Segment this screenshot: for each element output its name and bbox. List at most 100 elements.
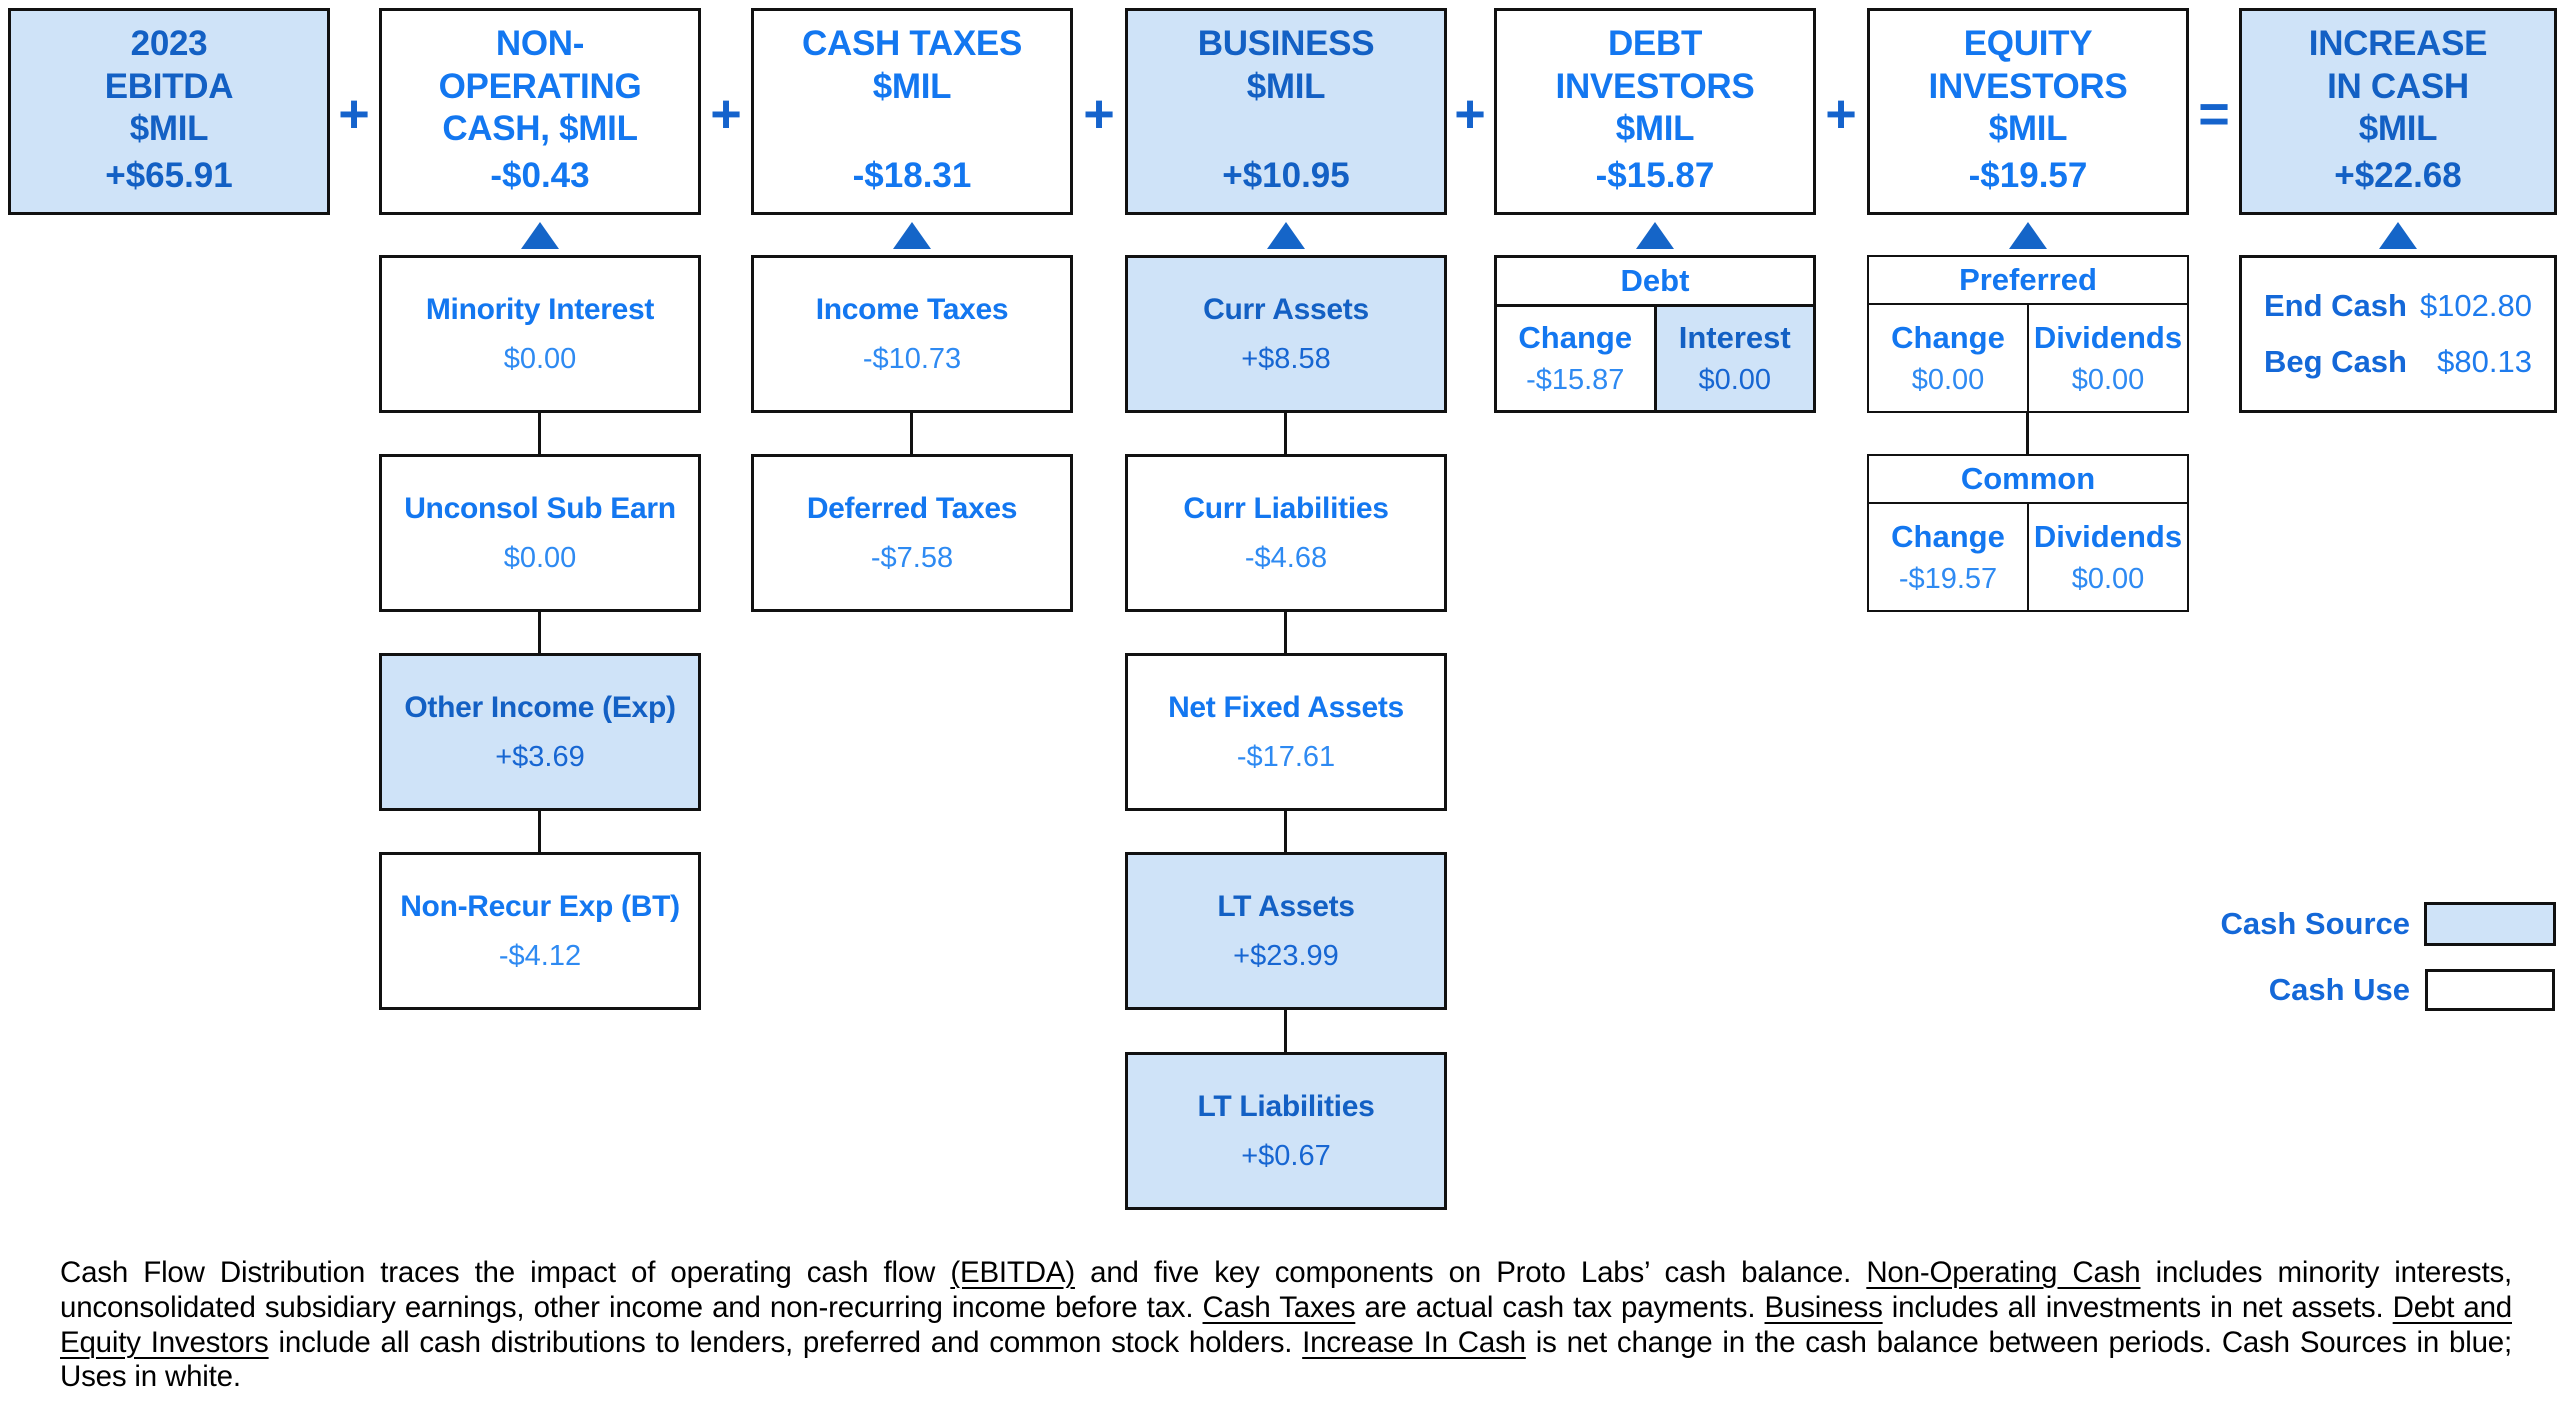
- footnote-underline-non-operating-cash: Non-Operating Cash: [1866, 1256, 2141, 1289]
- ebitda-value: +$65.91: [105, 156, 233, 195]
- connector-line: [1284, 413, 1287, 454]
- debt-table-header: Debt: [1497, 258, 1813, 307]
- plus-operator: +: [710, 84, 742, 144]
- footnote-underline-business: Business: [1764, 1290, 1883, 1324]
- increase-in-cash-title: INCREASE IN CASH $MIL: [2308, 24, 2488, 149]
- equity-investors-title: EQUITY INVESTORS $MIL: [1928, 24, 2128, 149]
- connector-line: [538, 811, 541, 852]
- curr-liabilities-value: -$4.68: [1244, 541, 1328, 574]
- beg-cash-row: Beg Cash $80.13: [2264, 344, 2532, 380]
- curr-liabilities-box: Curr Liabilities -$4.68: [1125, 454, 1447, 612]
- business-title: BUSINESS $MIL: [1197, 24, 1375, 106]
- cash-taxes-box: CASH TAXES $MIL -$18.31: [751, 8, 1073, 215]
- connector-line: [1284, 612, 1287, 653]
- other-income-label: Other Income (Exp): [404, 690, 676, 724]
- connector-line: [910, 413, 913, 454]
- end-cash-value: $102.80: [2419, 288, 2532, 323]
- beg-cash-label: Beg Cash: [2264, 344, 2407, 379]
- preferred-dividends-label: Dividends: [2033, 319, 2183, 355]
- unconsol-sub-earn-label: Unconsol Sub Earn: [404, 491, 676, 525]
- preferred-table: Preferred Change $0.00 Dividends $0.00: [1867, 255, 2189, 413]
- legend-cash-use-label: Cash Use: [2268, 972, 2410, 1007]
- common-change-value: -$19.57: [1898, 562, 1998, 595]
- deferred-taxes-label: Deferred Taxes: [806, 491, 1018, 525]
- income-taxes-label: Income Taxes: [815, 292, 1009, 326]
- connector-line: [1284, 1010, 1287, 1052]
- footnote-underline-ebitda: (EBITDA): [950, 1256, 1075, 1289]
- unconsol-sub-earn-box: Unconsol Sub Earn $0.00: [379, 454, 701, 612]
- up-arrow-icon: [1267, 222, 1305, 249]
- curr-assets-value: +$8.58: [1241, 342, 1331, 375]
- curr-assets-box: Curr Assets +$8.58: [1125, 255, 1447, 413]
- end-cash-row: End Cash $102.80: [2264, 288, 2532, 324]
- cash-summary-box: End Cash $102.80 Beg Cash $80.13: [2239, 255, 2557, 413]
- lt-liabilities-label: LT Liabilities: [1197, 1089, 1375, 1123]
- minority-interest-box: Minority Interest $0.00: [379, 255, 701, 413]
- footnote-text: and five key components on Proto Labs’ c…: [1074, 1256, 1867, 1289]
- minority-interest-value: $0.00: [503, 342, 577, 375]
- lt-liabilities-value: +$0.67: [1241, 1139, 1331, 1172]
- connector-line: [538, 413, 541, 454]
- equity-investors-box: EQUITY INVESTORS $MIL -$19.57: [1867, 8, 2189, 215]
- unconsol-sub-earn-value: $0.00: [503, 541, 577, 574]
- plus-operator: +: [1083, 84, 1115, 144]
- lt-assets-box: LT Assets +$23.99: [1125, 852, 1447, 1010]
- ebitda-title: 2023 EBITDA $MIL: [104, 24, 234, 149]
- footnote-text: includes all investments in net assets.: [1882, 1290, 2393, 1324]
- common-dividends-value: $0.00: [2071, 562, 2145, 595]
- non-recur-exp-box: Non-Recur Exp (BT) -$4.12: [379, 852, 701, 1010]
- preferred-table-header: Preferred: [1869, 257, 2187, 305]
- common-table-header: Common: [1869, 456, 2187, 504]
- debt-investors-title: DEBT INVESTORS $MIL: [1555, 24, 1755, 149]
- income-taxes-box: Income Taxes -$10.73: [751, 255, 1073, 413]
- debt-change-cell: Change -$15.87: [1497, 307, 1654, 410]
- preferred-dividends-cell: Dividends $0.00: [2027, 305, 2187, 411]
- footnote-text: includes minority interests, unconsolida…: [60, 1256, 2512, 1324]
- legend-cash-use-swatch: [2425, 969, 2555, 1011]
- curr-liabilities-label: Curr Liabilities: [1183, 491, 1389, 525]
- increase-in-cash-value: +$22.68: [2334, 156, 2462, 195]
- connector-line: [538, 612, 541, 653]
- footnote-underline-increase-in-cash: Increase In Cash: [1302, 1325, 1526, 1359]
- up-arrow-icon: [893, 222, 931, 249]
- debt-investors-box: DEBT INVESTORS $MIL -$15.87: [1494, 8, 1816, 215]
- up-arrow-icon: [1636, 222, 1674, 249]
- up-arrow-icon: [521, 222, 559, 249]
- common-change-cell: Change -$19.57: [1869, 504, 2027, 610]
- other-income-value: +$3.69: [495, 740, 585, 773]
- debt-interest-value: $0.00: [1698, 364, 1772, 396]
- connector-line: [2026, 413, 2029, 454]
- non-recur-exp-value: -$4.12: [498, 939, 582, 972]
- equity-investors-value: -$19.57: [1968, 156, 2088, 195]
- debt-interest-cell: Interest $0.00: [1653, 307, 1813, 410]
- common-change-label: Change: [1891, 518, 2005, 554]
- up-arrow-icon: [2379, 222, 2417, 249]
- deferred-taxes-box: Deferred Taxes -$7.58: [751, 454, 1073, 612]
- footnote-text: Cash Flow Distribution traces the impact…: [60, 1256, 951, 1289]
- deferred-taxes-value: -$7.58: [870, 541, 954, 574]
- beg-cash-value: $80.13: [2437, 344, 2532, 379]
- equals-operator: =: [2198, 84, 2230, 144]
- non-operating-cash-box: NON- OPERATING CASH, $MIL -$0.43: [379, 8, 701, 215]
- non-recur-exp-label: Non-Recur Exp (BT): [400, 889, 680, 923]
- debt-table: Debt Change -$15.87 Interest $0.00: [1494, 255, 1816, 413]
- net-fixed-assets-box: Net Fixed Assets -$17.61: [1125, 653, 1447, 811]
- preferred-change-value: $0.00: [1911, 363, 1985, 396]
- lt-assets-value: +$23.99: [1233, 939, 1339, 972]
- curr-assets-label: Curr Assets: [1203, 292, 1369, 326]
- income-taxes-value: -$10.73: [862, 342, 962, 375]
- end-cash-label: End Cash: [2264, 288, 2407, 323]
- cash-taxes-title: CASH TAXES $MIL: [802, 24, 1022, 106]
- debt-investors-value: -$15.87: [1595, 156, 1715, 195]
- non-operating-cash-value: -$0.43: [490, 156, 590, 195]
- non-operating-cash-title: NON- OPERATING CASH, $MIL: [438, 24, 642, 149]
- footnote-paragraph: Cash Flow Distribution traces the impact…: [60, 1256, 2512, 1395]
- connector-line: [1284, 811, 1287, 852]
- net-fixed-assets-label: Net Fixed Assets: [1168, 690, 1404, 724]
- cash-taxes-value: -$18.31: [852, 156, 972, 195]
- footnote-text: is net change in the cash balance betwee…: [60, 1325, 2513, 1394]
- debt-change-label: Change: [1518, 320, 1633, 355]
- up-arrow-icon: [2009, 222, 2047, 249]
- preferred-change-label: Change: [1891, 319, 2005, 355]
